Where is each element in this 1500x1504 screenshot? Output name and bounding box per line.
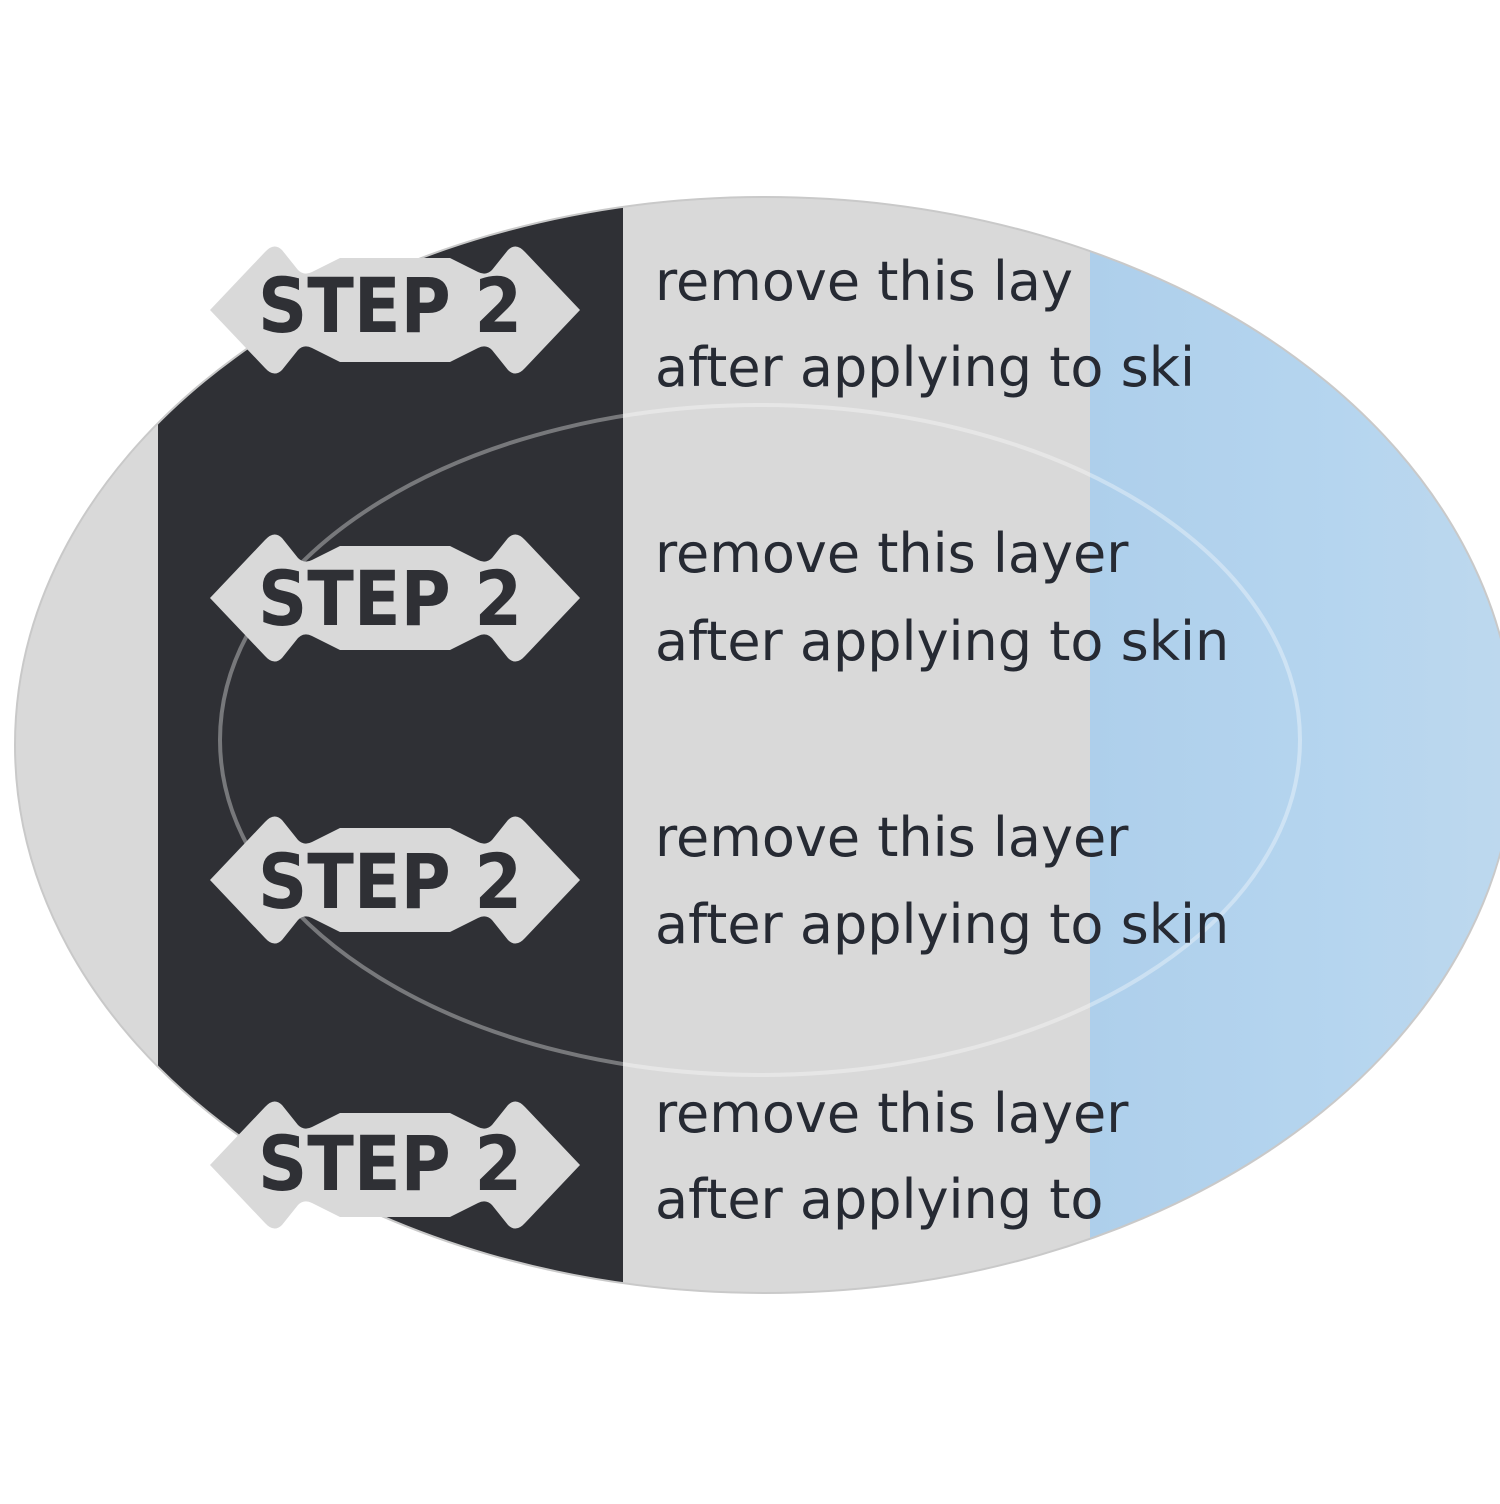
blue-adhesive-patch [1090, 197, 1500, 1293]
step-label: STEP 2 [258, 1119, 522, 1208]
instruction-line-2: after applying to ski [655, 336, 1195, 399]
instruction-line-2: after applying to skin [655, 610, 1229, 673]
instruction-line-1: remove this layer [655, 806, 1129, 869]
liner-edge [14, 196, 1500, 1294]
clear-pad-outline [218, 403, 1302, 1077]
step-tab[interactable]: STEP 2 [210, 534, 580, 662]
instruction-line-1: remove this layer [655, 1082, 1129, 1145]
step-tab[interactable]: STEP 2 [210, 1101, 580, 1229]
instruction-block: remove this lay after applying to ski [655, 250, 1195, 399]
step-tab[interactable]: STEP 2 [210, 816, 580, 944]
instruction-block: remove this layer after applying to skin [655, 806, 1229, 956]
step-label: STEP 2 [258, 261, 522, 350]
step-tab[interactable]: STEP 2 [210, 246, 580, 374]
step-label: STEP 2 [258, 837, 522, 926]
instruction-line-1: remove this lay [655, 250, 1073, 313]
instruction-block: remove this layer after applying to [655, 1082, 1129, 1231]
instruction-block: remove this layer after applying to skin [655, 522, 1229, 673]
dark-step-band [158, 197, 623, 1293]
instruction-line-2: after applying to [655, 1168, 1103, 1231]
instruction-line-1: remove this layer [655, 522, 1129, 585]
step-label: STEP 2 [258, 554, 522, 643]
instruction-line-2: after applying to skin [655, 893, 1229, 956]
